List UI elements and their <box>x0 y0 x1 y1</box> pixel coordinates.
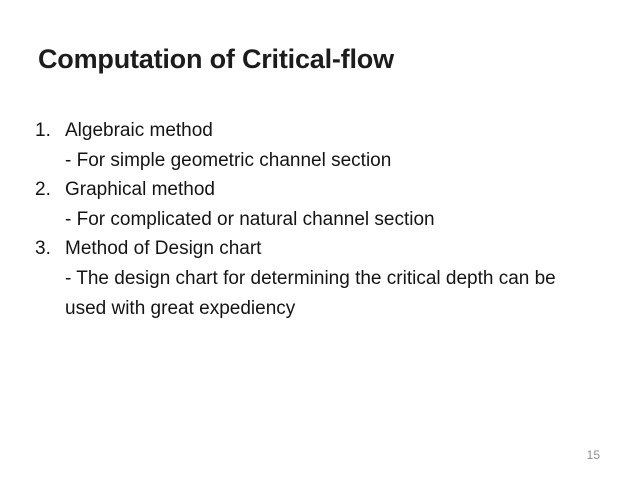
list-item-subtext-wrap: used with great expediency <box>65 297 296 319</box>
list-item-number: 2. <box>35 179 51 201</box>
list-item-label: Algebraic method <box>65 120 213 141</box>
list-item-subtext: - The design chart for determining the c… <box>65 267 556 289</box>
list-item-label: Method of Design chart <box>65 238 262 260</box>
list-item-subtext: - For complicated or natural channel sec… <box>65 208 435 230</box>
list-item: 3. Method of Design chart <box>35 234 615 264</box>
list-item-number: 1. <box>35 120 51 141</box>
page-title: Computation of Critical-flow <box>38 44 394 74</box>
list-item: 1. Algebraic method <box>35 116 615 146</box>
list-item-label: Graphical method <box>65 179 215 201</box>
numbered-list: 1. Algebraic method - For simple geometr… <box>35 116 615 323</box>
page-number: 15 <box>586 448 600 462</box>
list-item-subtext: - For simple geometric channel section <box>65 149 392 171</box>
list-item: 2. Graphical method <box>35 175 615 205</box>
list-item-number: 3. <box>35 238 51 260</box>
